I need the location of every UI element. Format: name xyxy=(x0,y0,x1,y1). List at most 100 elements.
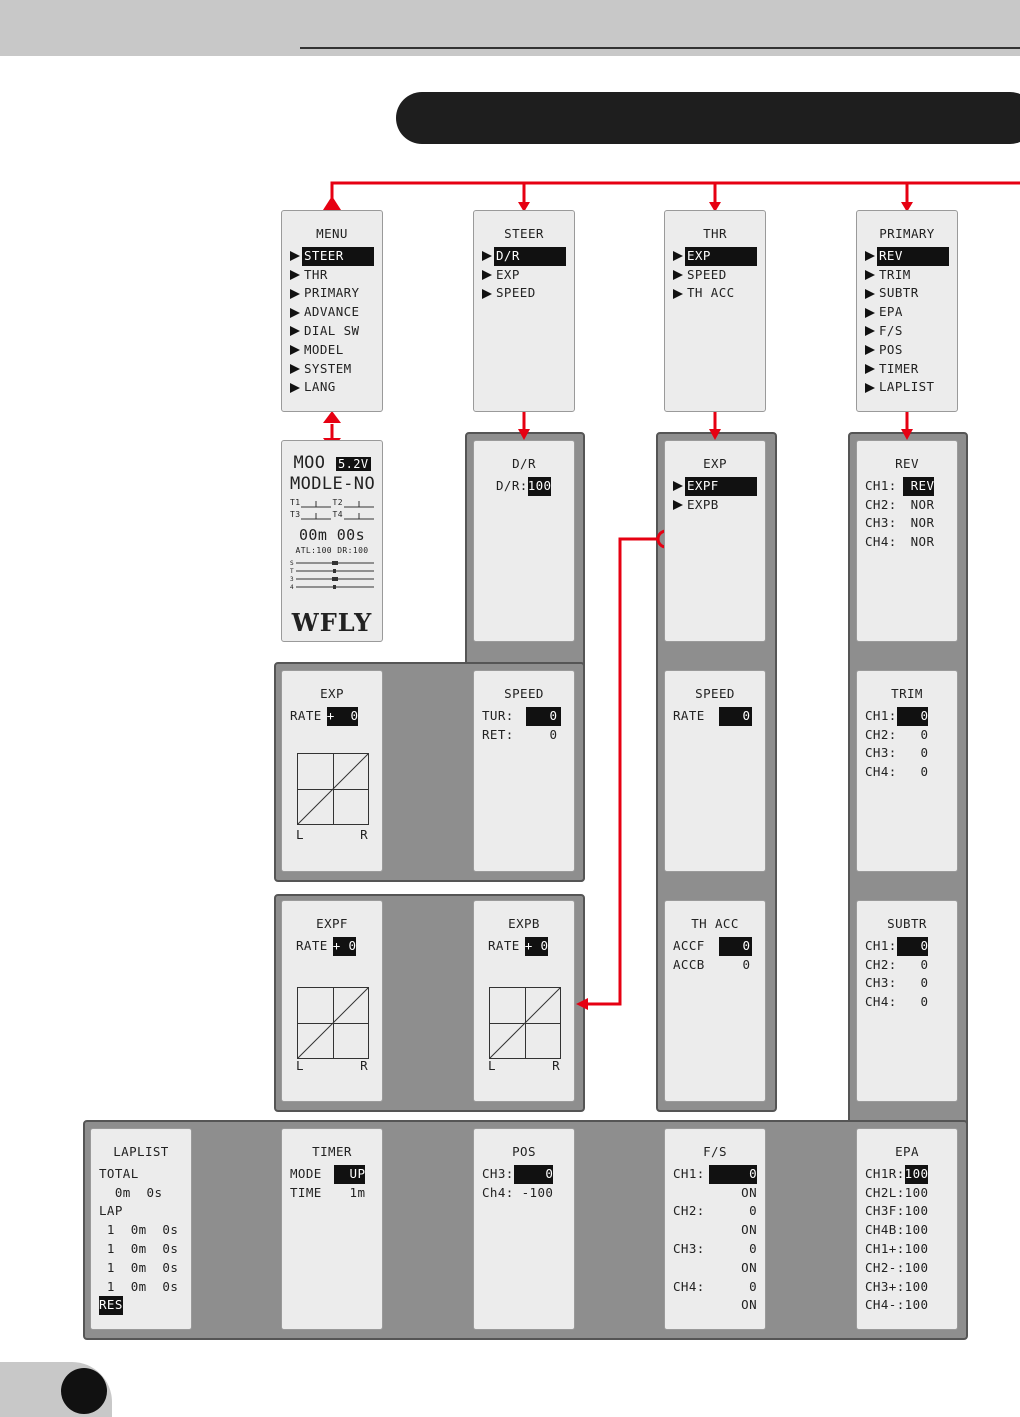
epa-row[interactable]: CH2L:100 xyxy=(865,1184,929,1200)
thr-speed-screen[interactable]: SPEED RATE 0 xyxy=(664,670,766,872)
menu-item-lang[interactable]: LANG xyxy=(290,378,374,397)
trim-row-ch2[interactable]: CH2: 0 xyxy=(865,726,929,742)
fs-screen[interactable]: F/S CH1: 0 ON CH2: 0 ON CH3: 0 ON CH4: 0… xyxy=(664,1128,766,1330)
menu-item-thr[interactable]: THR xyxy=(290,266,374,285)
menu-item-steer[interactable]: STEER xyxy=(290,246,374,266)
epa-row[interactable]: CH4-:100 xyxy=(865,1297,929,1313)
menu-item-dr[interactable]: D/R xyxy=(482,246,566,266)
pos-screen[interactable]: POS CH3: 0 Ch4: -100 xyxy=(473,1128,575,1330)
th-acc-screen[interactable]: TH ACC ACCF 0 ACCB 0 xyxy=(664,900,766,1102)
screen-title: D/R xyxy=(512,456,536,471)
menu-item-system[interactable]: SYSTEM xyxy=(290,360,374,379)
screen-title: TH ACC xyxy=(691,916,739,931)
timer-screen[interactable]: TIMER MODE UP TIME 1m xyxy=(281,1128,383,1330)
epa-row[interactable]: CH2-:100 xyxy=(865,1259,929,1275)
dr-row[interactable]: D/R:100 xyxy=(482,476,566,496)
epa-screen[interactable]: EPA CH1R:100 CH2L:100 CH3F:100 CH4B:100 … xyxy=(856,1128,958,1330)
menu-screen[interactable]: MENU STEER THR PRIMARY ADVANCE DIAL SW M… xyxy=(281,210,383,412)
timer-row-mode[interactable]: MODE UP xyxy=(290,1164,374,1184)
trim-row-ch3[interactable]: CH3: 0 xyxy=(865,745,929,761)
rate-row[interactable]: RATE + 0 xyxy=(290,706,374,726)
menu-item-advance[interactable]: ADVANCE xyxy=(290,303,374,322)
thacc-row-accb[interactable]: ACCB 0 xyxy=(673,956,751,972)
menu-item-epa[interactable]: EPA xyxy=(865,303,949,322)
menu-item-laplist[interactable]: LAPLIST xyxy=(865,378,949,397)
rev-row-ch3[interactable]: CH3: NOR xyxy=(865,515,935,531)
subtr-row-ch2[interactable]: CH2: 0 xyxy=(865,956,929,972)
thacc-row-accf[interactable]: ACCF 0 xyxy=(673,936,757,956)
menu-item-dial-sw[interactable]: DIAL SW xyxy=(290,322,374,341)
steer-speed-screen[interactable]: SPEED TUR: 0 RET: 0 xyxy=(473,670,575,872)
primary-screen[interactable]: PRIMARY REV TRIM SUBTR EPA F/S POS TIMER… xyxy=(856,210,958,412)
menu-item-th-acc[interactable]: TH ACC xyxy=(673,284,757,303)
pos-row-ch3[interactable]: CH3: 0 xyxy=(482,1164,566,1184)
screen-title: REV xyxy=(895,456,919,471)
laplist-reset-row[interactable]: RES xyxy=(99,1296,183,1316)
rev-row-ch4[interactable]: CH4: NOR xyxy=(865,534,935,550)
menu-item-trim[interactable]: TRIM xyxy=(865,266,949,285)
fs-row-ch2[interactable]: CH2: 0 xyxy=(673,1203,757,1219)
laplist-screen[interactable]: LAPLIST TOTAL 0m 0s LAP 1 0m 0s 1 0m 0s … xyxy=(90,1128,192,1330)
menu-item-speed[interactable]: SPEED xyxy=(673,266,757,285)
reset-button[interactable]: RES xyxy=(99,1296,123,1316)
epa-row[interactable]: CH4B:100 xyxy=(865,1222,929,1238)
menu-item-primary[interactable]: PRIMARY xyxy=(290,284,374,303)
section-title-bar xyxy=(396,92,1020,144)
dr-value: 100 xyxy=(527,476,552,496)
fs-row-ch3[interactable]: CH3: 0 xyxy=(673,1240,757,1256)
triangle-icon xyxy=(290,382,300,393)
fs-row-ch4[interactable]: CH4: 0 xyxy=(673,1278,757,1294)
lap-row: 1 0m 0s xyxy=(99,1240,179,1256)
menu-item-exp[interactable]: EXP xyxy=(482,266,566,285)
speed-row-tur[interactable]: TUR: 0 xyxy=(482,706,566,726)
screen-title: LAPLIST xyxy=(113,1144,169,1159)
speed-row-ret[interactable]: RET: 0 xyxy=(482,726,558,742)
fs-row-ch1-state: ON xyxy=(709,1184,757,1200)
trim-screen[interactable]: TRIM CH1: 0 CH2: 0 CH3: 0 CH4: 0 xyxy=(856,670,958,872)
trim-row-ch1[interactable]: CH1: 0 xyxy=(865,706,949,726)
menu-item-fs[interactable]: F/S xyxy=(865,322,949,341)
menu-item-pos[interactable]: POS xyxy=(865,341,949,360)
subtr-row-ch1[interactable]: CH1: 0 xyxy=(865,936,949,956)
rate-row[interactable]: RATE 0 xyxy=(673,706,757,726)
subtr-row-ch3[interactable]: CH3: 0 xyxy=(865,975,929,991)
rev-row-ch2[interactable]: CH2: NOR xyxy=(865,496,935,512)
epa-row[interactable]: CH1R:100 xyxy=(865,1164,949,1184)
menu-item-exp[interactable]: EXP xyxy=(673,246,757,266)
screen-title: EXP xyxy=(320,686,344,701)
menu-item-subtr[interactable]: SUBTR xyxy=(865,284,949,303)
triangle-icon xyxy=(482,288,492,299)
laplist-total-label: TOTAL xyxy=(99,1165,139,1181)
screen-title: EXPF xyxy=(316,916,348,931)
thr-exp-screen[interactable]: EXP EXPF EXPB xyxy=(664,440,766,642)
steer-screen[interactable]: STEER D/R EXP SPEED xyxy=(473,210,575,412)
menu-item-expb[interactable]: EXPB xyxy=(673,496,757,515)
triangle-icon xyxy=(290,251,300,262)
menu-item-rev[interactable]: REV xyxy=(865,246,949,266)
menu-item-expf[interactable]: EXPF xyxy=(673,476,757,496)
timer-row-time[interactable]: TIME 1m xyxy=(290,1184,366,1200)
channel-bars: S T 3 4 xyxy=(290,559,374,591)
rate-row[interactable]: RATE + 0 xyxy=(482,936,566,956)
epa-row[interactable]: CH1+:100 xyxy=(865,1240,929,1256)
fs-row-ch1[interactable]: CH1: 0 xyxy=(673,1164,757,1184)
pos-row-ch4[interactable]: Ch4: -100 xyxy=(482,1184,554,1200)
subtr-screen[interactable]: SUBTR CH1: 0 CH2: 0 CH3: 0 CH4: 0 xyxy=(856,900,958,1102)
rev-row-ch1[interactable]: CH1: REV xyxy=(865,476,949,496)
menu-item-timer[interactable]: TIMER xyxy=(865,360,949,379)
subtr-row-ch4[interactable]: CH4: 0 xyxy=(865,994,929,1010)
rate-value: 0 xyxy=(718,706,753,726)
menu-item-speed[interactable]: SPEED xyxy=(482,284,566,303)
epa-row[interactable]: CH3+:100 xyxy=(865,1278,929,1294)
trim-row-ch4[interactable]: CH4: 0 xyxy=(865,764,929,780)
thr-screen[interactable]: THR EXP SPEED TH ACC xyxy=(664,210,766,412)
epa-row[interactable]: CH3F:100 xyxy=(865,1203,929,1219)
dr-screen[interactable]: D/R D/R:100 xyxy=(473,440,575,642)
rate-row[interactable]: RATE + 0 xyxy=(290,936,374,956)
screen-title: TRIM xyxy=(891,686,923,701)
rev-screen[interactable]: REV CH1: REV CH2: NOR CH3: NOR CH4: NOR xyxy=(856,440,958,642)
menu-item-model[interactable]: MODEL xyxy=(290,341,374,360)
